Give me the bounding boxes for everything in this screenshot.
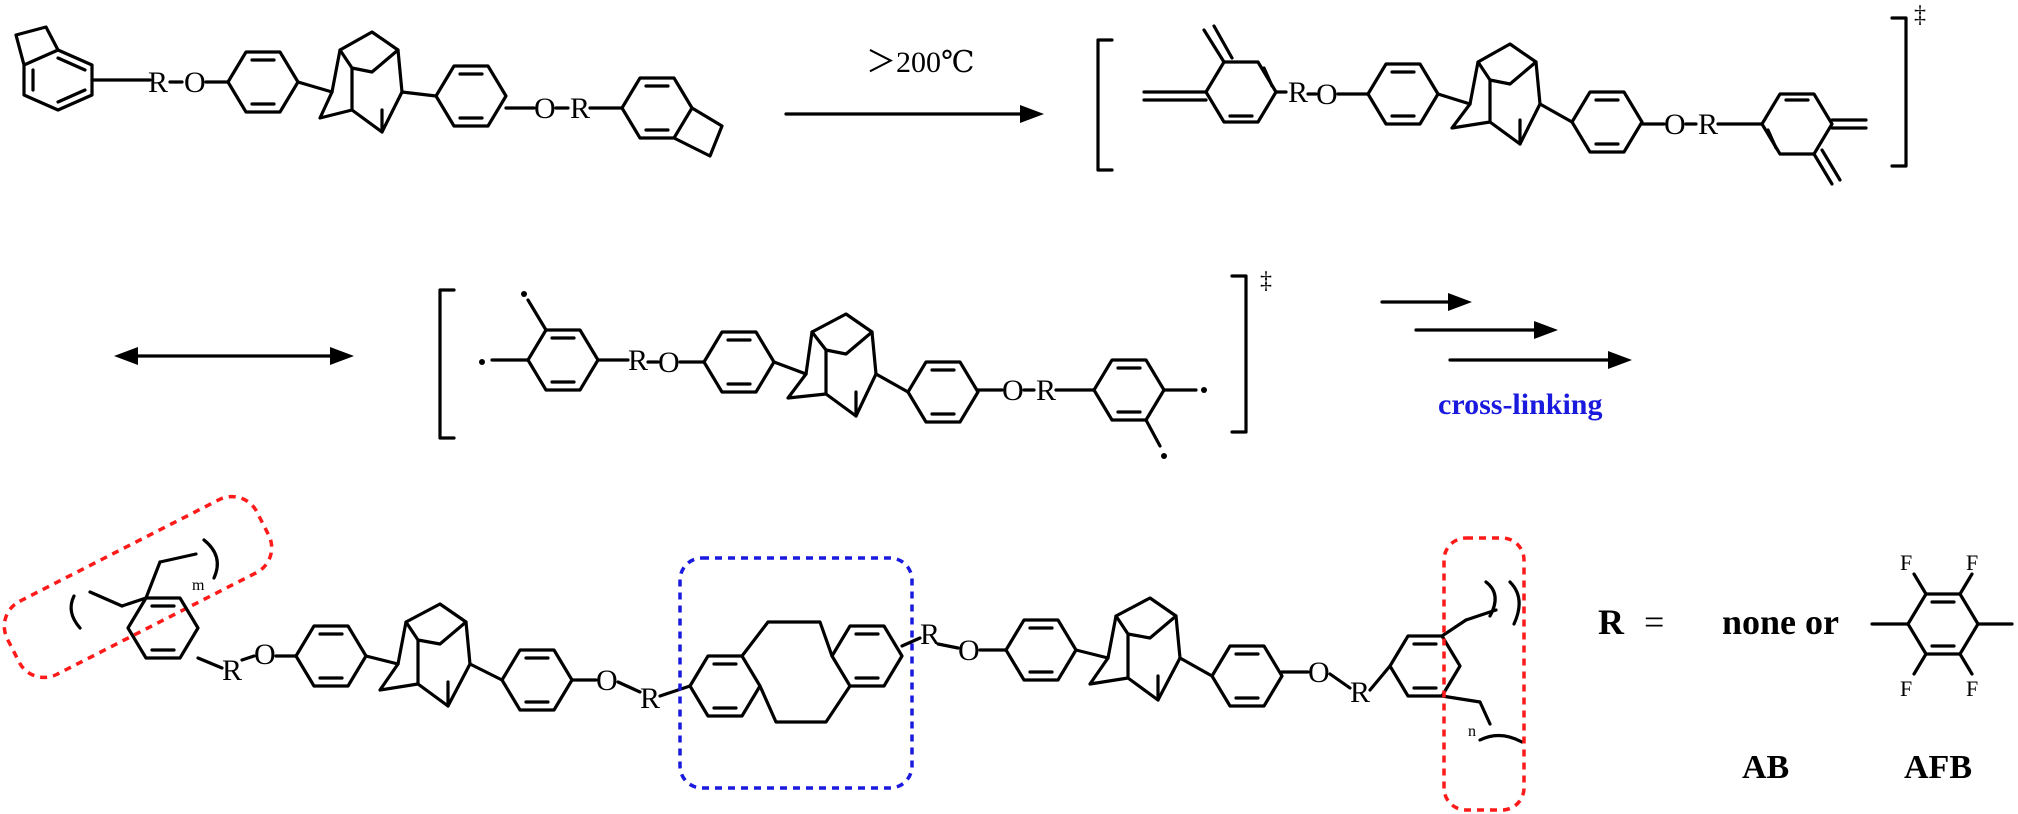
r-atom: R xyxy=(1698,108,1718,141)
r-atom: R xyxy=(1350,676,1370,709)
r-atom: R xyxy=(148,66,168,99)
o-atom: O xyxy=(534,92,556,125)
o-atom: O xyxy=(1002,374,1024,407)
cross-linking-arrows: cross-linking xyxy=(1380,293,1632,421)
o-atom: O xyxy=(184,66,206,99)
m-subscript: m xyxy=(192,577,205,594)
r-atom: R xyxy=(1288,76,1308,109)
o-atom: O xyxy=(1308,656,1330,689)
diradical-intermediate: ‡ R O O R xyxy=(438,268,1272,459)
o-atom: O xyxy=(596,664,618,697)
temperature-condition: ＞200℃ xyxy=(866,46,975,79)
blue-highlight-box xyxy=(678,556,914,790)
starting-monomer: R O O R xyxy=(14,25,724,158)
r-atom: R xyxy=(920,618,940,651)
ab-label: AB xyxy=(1742,749,1789,786)
legend-equals: = xyxy=(1644,602,1664,642)
fluorine-atom: F xyxy=(1900,676,1912,701)
afb-label: AFB xyxy=(1904,749,1972,786)
r-atom: R xyxy=(628,344,648,377)
o-atom: O xyxy=(958,634,980,667)
heating-arrow: ＞200℃ xyxy=(784,46,1044,123)
legend-none-or: none or xyxy=(1722,602,1839,642)
cross-linking-label: cross-linking xyxy=(1438,388,1603,421)
r-atom: R xyxy=(570,92,590,125)
legend-r-label: R xyxy=(1598,602,1625,642)
red-highlight-box-right xyxy=(1442,536,1526,812)
o-atom: O xyxy=(1316,78,1338,111)
r-atom: R xyxy=(640,682,660,715)
fluorine-atom: F xyxy=(1900,550,1912,575)
transition-dagger: ‡ xyxy=(1260,268,1272,294)
o-atom: O xyxy=(254,638,276,671)
o-xylylene-intermediate: ‡ R O O R xyxy=(1096,2,1926,186)
r-atom: R xyxy=(222,654,242,687)
n-subscript: n xyxy=(1468,723,1476,740)
resonance-arrow xyxy=(114,347,354,365)
o-atom: O xyxy=(658,346,680,379)
r-group-legend: R = none or F F F F AB AFB xyxy=(1598,550,2014,786)
r-atom: R xyxy=(1036,374,1056,407)
fluorine-atom: F xyxy=(1966,550,1978,575)
cross-linked-network: m R O O R R O xyxy=(2,494,1526,812)
fluorine-atom: F xyxy=(1966,676,1978,701)
o-atom: O xyxy=(1664,108,1686,141)
transition-dagger: ‡ xyxy=(1914,2,1926,28)
